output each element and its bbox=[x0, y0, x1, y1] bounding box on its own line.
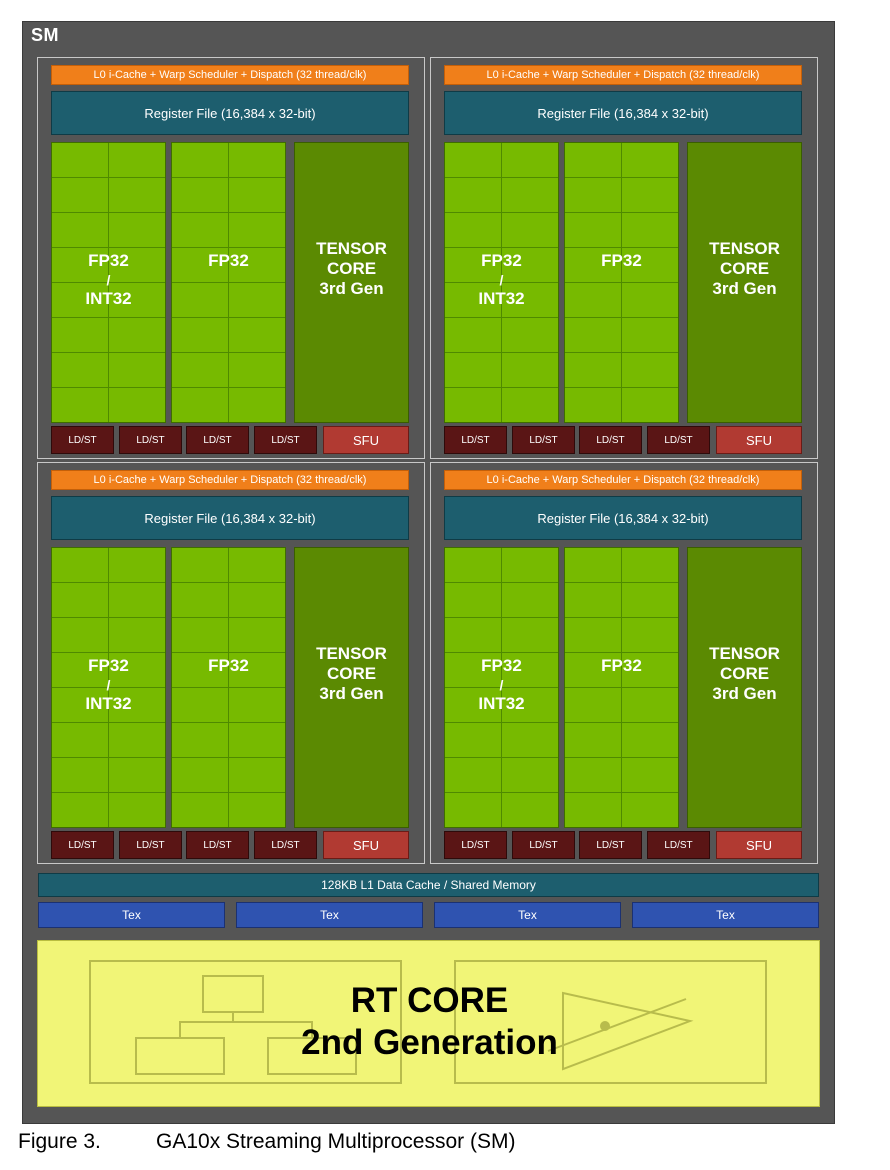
sfu-unit: SFU bbox=[716, 426, 802, 454]
fp32-int32-label-slash: / bbox=[499, 677, 504, 693]
tensor-label-line2: CORE bbox=[326, 259, 377, 278]
ldst-unit-1: LD/ST bbox=[51, 831, 114, 859]
ldst-unit-3: LD/ST bbox=[186, 831, 249, 859]
register-file: Register File (16,384 x 32-bit) bbox=[51, 496, 409, 540]
ldst-unit-1: LD/ST bbox=[51, 426, 114, 454]
fp32-int32-label-top: FP32 bbox=[88, 656, 129, 675]
fp32-label: FP32 bbox=[601, 251, 642, 270]
sfu-unit: SFU bbox=[323, 426, 409, 454]
fp32-int32-label-slash: / bbox=[106, 272, 111, 288]
fp32-label: FP32 bbox=[208, 656, 249, 675]
figure-caption: Figure 3. GA10x Streaming Multiprocessor … bbox=[18, 1130, 515, 1154]
tensor-label-line1: TENSOR bbox=[316, 239, 387, 258]
processing-block-2: L0 i-Cache + Warp Scheduler + Dispatch (… bbox=[430, 57, 818, 459]
ray-line bbox=[547, 998, 687, 1052]
l0-cache-warp-scheduler: L0 i-Cache + Warp Scheduler + Dispatch (… bbox=[444, 470, 802, 490]
ldst-unit-2: LD/ST bbox=[119, 831, 182, 859]
l0-cache-warp-scheduler: L0 i-Cache + Warp Scheduler + Dispatch (… bbox=[51, 470, 409, 490]
ldst-unit-4: LD/ST bbox=[647, 426, 710, 454]
rt-core-illustration bbox=[89, 960, 767, 1084]
ldst-unit-4: LD/ST bbox=[647, 831, 710, 859]
fp32-int32-unit: FP32 /INT32 bbox=[444, 142, 559, 423]
rt-core-generation: 2nd Generation bbox=[301, 1023, 558, 1062]
tensor-label-line2: CORE bbox=[719, 259, 770, 278]
ldst-unit-4: LD/ST bbox=[254, 831, 317, 859]
fp32-unit: FP32 bbox=[171, 142, 286, 423]
fp32-int32-label-bottom: INT32 bbox=[85, 694, 132, 713]
fp32-int32-label-bottom: INT32 bbox=[478, 289, 525, 308]
l0-cache-warp-scheduler: L0 i-Cache + Warp Scheduler + Dispatch (… bbox=[444, 65, 802, 85]
fp32-label: FP32 bbox=[601, 656, 642, 675]
ldst-unit-2: LD/ST bbox=[512, 426, 575, 454]
register-file: Register File (16,384 x 32-bit) bbox=[444, 496, 802, 540]
processing-block-4: L0 i-Cache + Warp Scheduler + Dispatch (… bbox=[430, 462, 818, 864]
fp32-int32-label-slash: / bbox=[106, 677, 111, 693]
sfu-unit: SFU bbox=[323, 831, 409, 859]
l0-cache-warp-scheduler: L0 i-Cache + Warp Scheduler + Dispatch (… bbox=[51, 65, 409, 85]
processing-block-3: L0 i-Cache + Warp Scheduler + Dispatch (… bbox=[37, 462, 425, 864]
ldst-unit-1: LD/ST bbox=[444, 426, 507, 454]
tex-unit-4: Tex bbox=[632, 902, 819, 928]
tensor-label-line3: 3rd Gen bbox=[319, 279, 384, 298]
fp32-int32-label-top: FP32 bbox=[481, 656, 522, 675]
bvh-right-link bbox=[233, 1021, 313, 1038]
tensor-label-line3: 3rd Gen bbox=[319, 684, 384, 703]
fp32-int32-label-bottom: INT32 bbox=[478, 694, 525, 713]
figure-number: Figure 3. bbox=[18, 1130, 101, 1153]
ldst-unit-3: LD/ST bbox=[579, 426, 642, 454]
triangle-shape bbox=[562, 991, 694, 1071]
tensor-label-line1: TENSOR bbox=[709, 239, 780, 258]
fp32-int32-unit: FP32 /INT32 bbox=[51, 142, 166, 423]
bvh-left-link bbox=[179, 1012, 234, 1038]
ldst-unit-2: LD/ST bbox=[512, 831, 575, 859]
fp32-int32-label-bottom: INT32 bbox=[85, 289, 132, 308]
fp32-unit: FP32 bbox=[171, 547, 286, 828]
figure-title: GA10x Streaming Multiprocessor (SM) bbox=[156, 1130, 516, 1153]
ldst-unit-2: LD/ST bbox=[119, 426, 182, 454]
register-file: Register File (16,384 x 32-bit) bbox=[444, 91, 802, 135]
processing-block-1: L0 i-Cache + Warp Scheduler + Dispatch (… bbox=[37, 57, 425, 459]
bvh-frame bbox=[89, 960, 402, 1084]
rt-core: RT CORE 2nd Generation bbox=[37, 940, 820, 1107]
fp32-label: FP32 bbox=[208, 251, 249, 270]
l1-data-cache: 128KB L1 Data Cache / Shared Memory bbox=[38, 873, 819, 897]
fp32-unit: FP32 bbox=[564, 142, 679, 423]
sfu-unit: SFU bbox=[716, 831, 802, 859]
tensor-label-line1: TENSOR bbox=[316, 644, 387, 663]
rt-core-title: RT CORE bbox=[350, 981, 509, 1020]
sm-title: SM bbox=[31, 25, 59, 45]
tex-unit-1: Tex bbox=[38, 902, 225, 928]
tex-unit-3: Tex bbox=[434, 902, 621, 928]
tensor-label-line1: TENSOR bbox=[709, 644, 780, 663]
fp32-int32-unit: FP32 /INT32 bbox=[444, 547, 559, 828]
streaming-multiprocessor: SM L0 i-Cache + Warp Scheduler + Dispatc… bbox=[22, 21, 835, 1124]
tensor-label-line3: 3rd Gen bbox=[712, 279, 777, 298]
ldst-unit-3: LD/ST bbox=[579, 831, 642, 859]
tensor-label-line3: 3rd Gen bbox=[712, 684, 777, 703]
tensor-label-line2: CORE bbox=[719, 664, 770, 683]
tensor-label-line2: CORE bbox=[326, 664, 377, 683]
intersection-point bbox=[600, 1021, 610, 1031]
ldst-unit-3: LD/ST bbox=[186, 426, 249, 454]
fp32-int32-label-slash: / bbox=[499, 272, 504, 288]
fp32-int32-label-top: FP32 bbox=[481, 251, 522, 270]
ldst-unit-4: LD/ST bbox=[254, 426, 317, 454]
fp32-int32-label-top: FP32 bbox=[88, 251, 129, 270]
tex-unit-2: Tex bbox=[236, 902, 423, 928]
fp32-unit: FP32 bbox=[564, 547, 679, 828]
ldst-unit-1: LD/ST bbox=[444, 831, 507, 859]
register-file: Register File (16,384 x 32-bit) bbox=[51, 91, 409, 135]
triangle-frame bbox=[454, 960, 767, 1084]
fp32-int32-unit: FP32 /INT32 bbox=[51, 547, 166, 828]
